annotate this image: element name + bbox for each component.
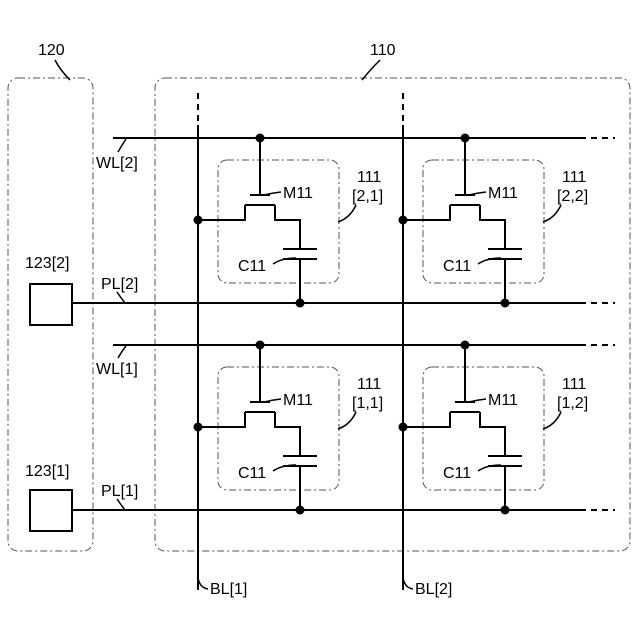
cell-id-label: 111	[562, 169, 586, 186]
cell-id-leader	[338, 412, 356, 429]
plateline-2-leader	[117, 292, 125, 303]
cell-index-label: [2,2]	[557, 188, 588, 205]
driver-123-1-box	[30, 490, 72, 531]
junction-dot	[256, 341, 265, 350]
junction-dot	[501, 299, 510, 308]
driver-123-2-box	[30, 284, 72, 325]
drain-wire	[275, 205, 300, 248]
transistor-leader	[264, 399, 281, 402]
driver-123-1-label: 123[1]	[25, 463, 69, 480]
wordline-1-leader	[118, 346, 126, 358]
junction-dot	[194, 423, 203, 432]
transistor-label: M11	[283, 185, 313, 202]
source-wire	[403, 412, 450, 427]
cell-id-leader	[338, 205, 356, 222]
cell-index-label: [1,1]	[352, 395, 383, 412]
cell-outline	[423, 160, 544, 283]
cell-outline	[218, 367, 339, 490]
memory-cell-0: M11C11 111 [2,1]	[194, 134, 384, 308]
capacitor-label: C11	[238, 258, 266, 275]
drain-wire	[480, 412, 505, 455]
bitline-1-label: BL[1]	[210, 581, 247, 598]
junction-dot	[461, 341, 470, 350]
source-wire	[198, 205, 245, 220]
junction-dot	[296, 299, 305, 308]
wordline-2-leader	[118, 139, 126, 152]
drain-wire	[480, 205, 505, 248]
wordline-1-label: WL[1]	[96, 361, 138, 378]
memory-cell-3: M11C11 111 [1,2]	[399, 341, 589, 515]
cell-id-leader	[543, 205, 561, 222]
junction-dot	[194, 216, 203, 225]
junction-dot	[256, 134, 265, 143]
plateline-2-label: PL[2]	[101, 276, 138, 293]
driver-123-2-label: 123[2]	[25, 255, 69, 272]
cell-id-leader	[543, 412, 561, 429]
cell-outline	[218, 160, 339, 283]
source-wire	[198, 412, 245, 427]
transistor-leader	[469, 399, 486, 402]
capacitor-label: C11	[443, 258, 471, 275]
capacitor-label: C11	[238, 465, 266, 482]
array-block-outline	[155, 78, 630, 551]
cell-index-label: [1,2]	[557, 395, 588, 412]
transistor-label: M11	[488, 392, 518, 409]
junction-dot	[461, 134, 470, 143]
driver-block-leader	[55, 60, 70, 80]
transistor-label: M11	[283, 392, 313, 409]
bitline-1-leader	[198, 578, 208, 589]
cell-index-label: [2,1]	[352, 188, 383, 205]
junction-dot	[501, 506, 510, 515]
cell-outline	[423, 367, 544, 490]
memory-cell-1: M11C11 111 [2,2]	[399, 134, 589, 308]
transistor-leader	[264, 192, 281, 195]
source-wire	[403, 205, 450, 220]
junction-dot	[399, 423, 408, 432]
plateline-1-leader	[117, 499, 125, 510]
plateline-1-label: PL[1]	[101, 483, 138, 500]
array-block-label: 110	[370, 42, 396, 59]
cell-id-label: 111	[357, 376, 381, 393]
drain-wire	[275, 412, 300, 455]
wordline-2-label: WL[2]	[96, 155, 138, 172]
cell-id-label: 111	[357, 169, 381, 186]
transistor-leader	[469, 192, 486, 195]
bitline-2-label: BL[2]	[415, 581, 452, 598]
bitline-2-leader	[403, 578, 413, 589]
capacitor-label: C11	[443, 465, 471, 482]
junction-dot	[296, 506, 305, 515]
driver-block-outline	[8, 78, 93, 551]
memory-cells: M11C11111[2,1]M11C11111[2,2]M11C11111[1,…	[194, 134, 589, 515]
array-block-leader	[362, 60, 380, 80]
junction-dot	[399, 216, 408, 225]
driver-block-label: 120	[38, 42, 65, 59]
memory-cell-2: M11C11 111 [1,1]	[194, 341, 384, 515]
cell-id-label: 111	[562, 376, 586, 393]
transistor-label: M11	[488, 185, 518, 202]
